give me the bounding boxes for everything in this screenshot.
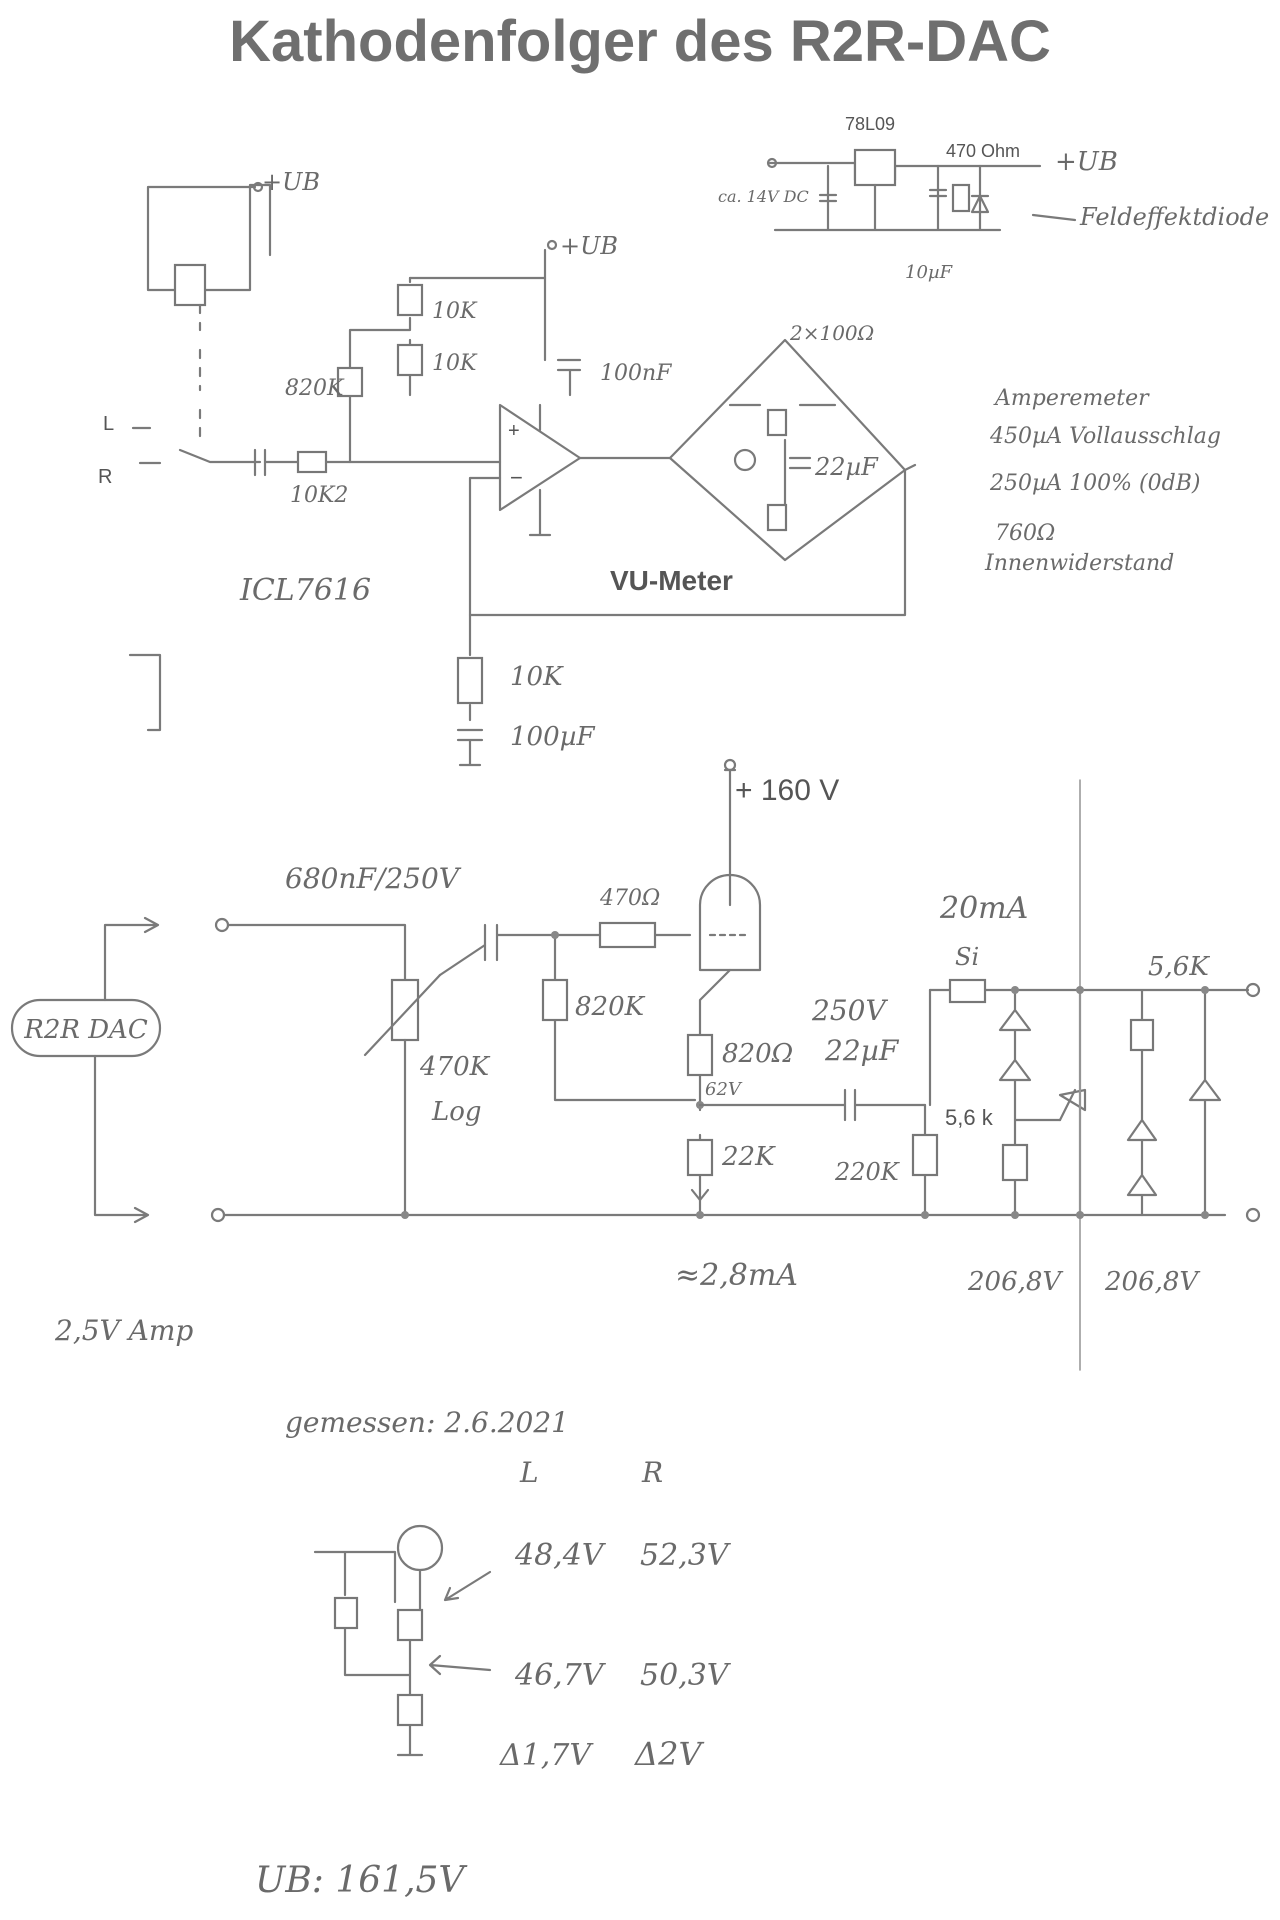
r220k-label: 220K [834, 1158, 901, 1186]
regulator-diode-note: Feldeffektdiode [1079, 203, 1269, 231]
bridge-cap-label: 22µF [814, 453, 879, 481]
vu-meter-circuit: +UB L R 10K2 +UB 10K 10K 820K 100nF [98, 168, 1221, 767]
supply-cap-label: 100nF [600, 361, 672, 386]
bridge-resistor-2 [766, 503, 788, 532]
fb-cap-label: 100µF [510, 722, 596, 752]
divider-r-top2 [396, 343, 424, 377]
cathode-follower-circuit: R2R DAC 470K Log 680nF/250V 470Ω 820K [10, 758, 1261, 1371]
meter-note-2: 450µA Vollausschlag [989, 424, 1221, 449]
measured-resistor-1 [333, 1596, 359, 1630]
bridge-resistor [766, 408, 788, 437]
measurement-row2-l: 46,7V [514, 1658, 607, 1693]
measurement-heading: gemessen: 2.6.2021 [285, 1406, 569, 1439]
input-resistor [296, 450, 328, 474]
bias-r-label: 820K [575, 992, 646, 1022]
divider-r-top2-label: 10K [432, 351, 478, 376]
pot-value-label: 470K [419, 1052, 491, 1082]
regulator-capacitor [818, 193, 838, 203]
measurement-row1-r: 52,3V [640, 1538, 732, 1573]
resistor-5k6-a [1001, 1143, 1029, 1182]
measurement-row3-l: Δ1,7V [499, 1738, 594, 1773]
regulator-ic-label: 78L09 [845, 114, 895, 134]
regulator-output-label: +UB [1055, 147, 1118, 177]
fb-resistor [456, 656, 484, 705]
triode-tube [698, 873, 762, 972]
fuse-label: 20mA [939, 891, 1028, 926]
divider-r-top1-label: 10K [432, 299, 478, 324]
measured-resistor-2 [396, 1608, 424, 1642]
meter-note-1: Amperemeter [993, 386, 1150, 411]
regulator-resistor [951, 183, 971, 213]
regulator-diode [970, 194, 990, 214]
measured-tube [396, 1524, 444, 1572]
grid-resistor [598, 921, 657, 949]
measurement-row3-r: Δ2V [633, 1735, 704, 1773]
regulator-circuit: 78L09 470 Ohm +UB ca. 14V DC 10µF Feldef… [718, 114, 1269, 283]
vu-input-l: L [103, 413, 114, 435]
fb-resistor-label: 10K [510, 662, 564, 692]
vu-supply-right-label: +UB [560, 232, 618, 260]
meter-note-3: 250µA 100% (0dB) [989, 471, 1200, 496]
meter-note-5: Innenwiderstand [984, 551, 1174, 576]
input-cap-label: 680nF/250V [285, 862, 462, 895]
out-cap-label: 22µF [824, 1034, 900, 1067]
zener-v-1-label: 206,8V [967, 1267, 1063, 1297]
opamp-label: ICL7616 [239, 573, 371, 608]
measurement-row2-r: 50,3V [640, 1658, 732, 1693]
measurement-row1-l: 48,4V [514, 1538, 607, 1573]
volume-pot [390, 978, 420, 1042]
bridge-label: 2×100Ω [789, 321, 874, 345]
bias-resistor [541, 978, 569, 1022]
amp-note-label: 2,5V Amp [54, 1314, 193, 1347]
vu-meter-label: VU-Meter [610, 565, 733, 596]
vu-supply-left-label: +UB [262, 168, 320, 196]
fuse [948, 978, 987, 1004]
grid-r-label: 470Ω [599, 886, 660, 911]
trim-pot [173, 263, 207, 307]
divider-r-top1 [396, 283, 424, 317]
r-5k6-b-label: 5,6K [1148, 952, 1210, 982]
pot-type-label: Log [431, 1097, 482, 1127]
supply-160v-label: + 160 V [735, 774, 839, 807]
r2r-dac-label: R2R DAC [23, 1015, 148, 1045]
zener-v-2-label: 206,8V [1104, 1267, 1200, 1297]
cathode-v-label: 62V [705, 1079, 743, 1100]
measurement-col-r: R [641, 1456, 663, 1489]
ub-measurement: UB: 161,5V [255, 1860, 468, 1901]
meter-note-4: 760Ω [995, 521, 1055, 546]
svg-text:+: + [508, 420, 520, 442]
opamp-symbol [498, 403, 582, 512]
regulator-resistor-label: 470 Ohm [946, 141, 1020, 161]
regulator-input-label: ca. 14V DC [718, 187, 809, 206]
cathode-resistor [686, 1033, 714, 1077]
out-cap-voltage-label: 250V [811, 994, 888, 1027]
regulator-ic [853, 148, 897, 187]
current-label: ≈2,8mA [675, 1258, 798, 1293]
vu-input-r: R [98, 466, 112, 488]
regulator-cap-label: 10µF [905, 262, 954, 283]
measurement-col-l: L [519, 1456, 539, 1489]
rectifier-bridge [668, 338, 907, 562]
load-r-label: 22K [721, 1142, 776, 1172]
fuse-type-label: Si [955, 943, 979, 971]
r2r-dac-source [10, 998, 162, 1058]
resistor-220k [911, 1133, 939, 1177]
diagram-title: Kathodenfolger des R2R-DAC [229, 9, 1051, 74]
divider-r-left-label: 820K [285, 376, 345, 401]
divider-r-left [336, 366, 364, 398]
meter-symbol [733, 448, 757, 472]
svg-text:−: − [510, 465, 523, 490]
cathode-r-label: 820Ω [722, 1039, 793, 1069]
r-5k6-a-label: 5,6 k [945, 1105, 994, 1130]
measurement-section: gemessen: 2.6.2021 L R 48,4V 52,3V 46,7V… [255, 1406, 732, 1901]
load-resistor [686, 1138, 714, 1177]
measured-resistor-3 [396, 1693, 424, 1727]
input-resistor-label: 10K2 [290, 483, 348, 508]
resistor-5k6-b [1129, 1018, 1155, 1052]
